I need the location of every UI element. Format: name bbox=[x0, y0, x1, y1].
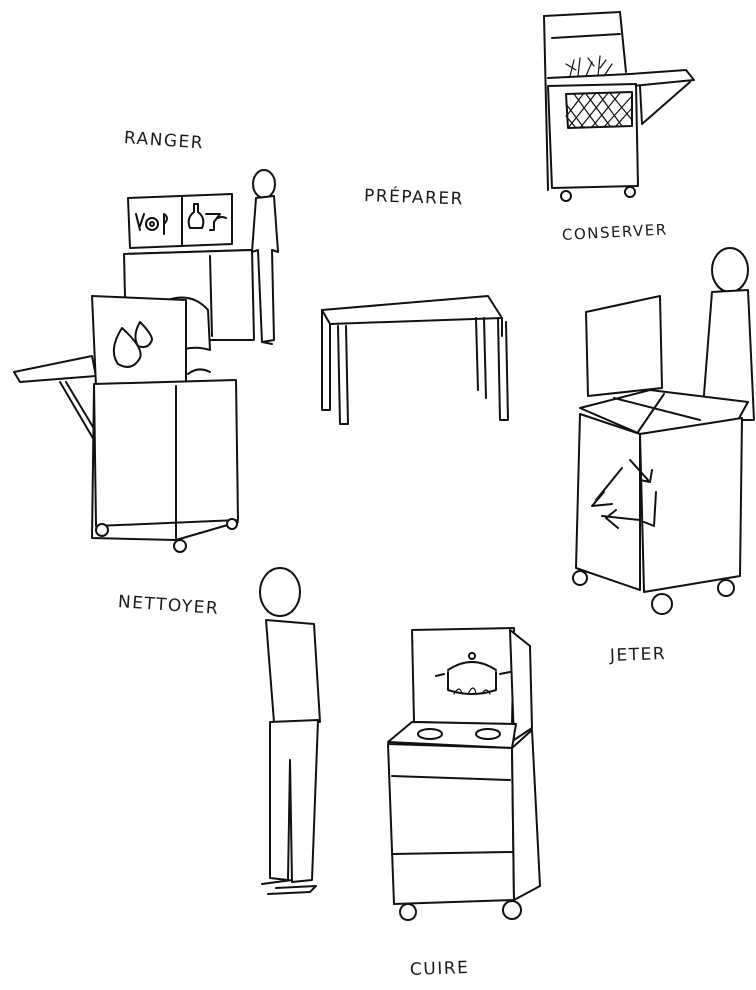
label-preparer: PRÉPARER bbox=[364, 186, 465, 209]
cuire-stove bbox=[260, 568, 540, 920]
label-cuire: CUIRE bbox=[410, 958, 470, 980]
preparer-table bbox=[322, 296, 508, 424]
conserver-cabinet bbox=[544, 12, 694, 201]
nettoyer-cabinet bbox=[14, 296, 238, 552]
jeter-bin bbox=[573, 248, 754, 614]
label-jeter: JETER bbox=[610, 644, 667, 666]
